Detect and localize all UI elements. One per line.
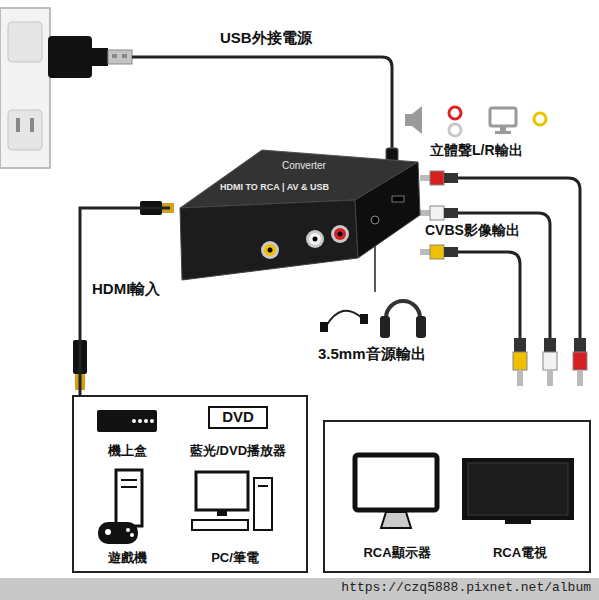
callout-label: 3.5mm音源輸出	[318, 345, 426, 364]
rca-jack-ring	[264, 244, 276, 256]
node-text: Converter	[282, 160, 326, 173]
callout-label: USB外接電源	[220, 29, 312, 48]
node-text: HDMI TO RCA | AV & USB	[220, 182, 329, 193]
node-text: RCA電視	[493, 545, 547, 561]
hdmi-cable	[80, 208, 170, 395]
usb-power-cable	[48, 36, 398, 170]
converter-front	[180, 200, 358, 280]
edge-label: HDMI輸入	[92, 280, 160, 299]
converter-box: HDMI TO RCA | AV & USB Converter	[170, 140, 425, 290]
source-panel: 機上盒 藍光/DVD播放器遊戲機 PC/筆電 DVD	[72, 395, 308, 573]
wall-outlet	[0, 8, 50, 168]
node-text: 機上盒	[108, 443, 147, 459]
rca-jack-ring	[334, 228, 346, 240]
display-devices	[355, 455, 574, 528]
signal-icons	[405, 106, 546, 136]
hdmi-plug	[73, 201, 174, 390]
usb-port	[392, 196, 404, 202]
callout-label: 立體聲L/R輸出	[430, 142, 523, 160]
rca-jack	[261, 241, 279, 259]
display-panel: RCA顯示器 RCA電視	[323, 420, 591, 573]
rca-cables	[420, 171, 587, 386]
rca-jack-ring	[309, 233, 321, 245]
watermark-band	[0, 578, 599, 600]
node-text: 藍光/DVD播放器	[190, 443, 286, 459]
watermark: https://czq5888.pixnet.net/album	[341, 580, 591, 596]
node-text: PC/筆電	[211, 550, 259, 566]
callout-label: CVBS影像輸出	[425, 222, 520, 240]
dvd-badge: DVD	[208, 406, 268, 429]
node-text: RCA顯示器	[363, 545, 430, 561]
rca-jack-hole	[313, 237, 318, 242]
rca-jack-hole	[338, 232, 343, 237]
rca-jack	[306, 230, 324, 248]
source-devices	[97, 410, 272, 544]
node-text: 遊戲機	[108, 550, 147, 566]
converter-side	[355, 162, 420, 258]
audio-jack	[371, 216, 379, 224]
rca-jack	[331, 225, 349, 243]
node-text: DVD	[222, 408, 254, 427]
rca-jack-hole	[268, 248, 273, 253]
